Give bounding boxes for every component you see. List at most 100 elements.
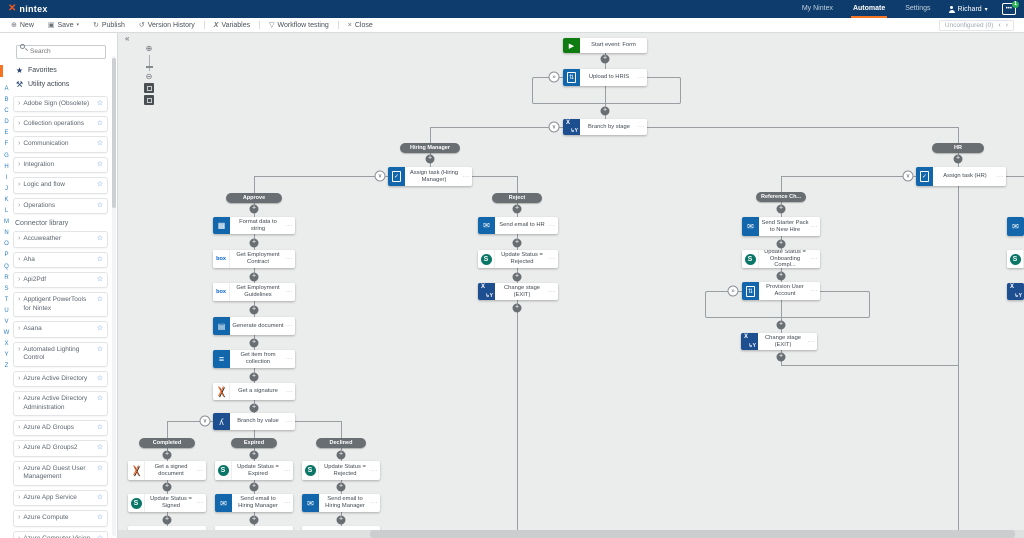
favorite-star-icon[interactable]: ☆ — [96, 395, 103, 403]
zoom-out-button[interactable]: ⊖ — [145, 72, 153, 81]
node-menu-button[interactable]: ··· — [286, 256, 293, 262]
favorite-star-icon[interactable]: ☆ — [96, 423, 103, 431]
connector-item-communication[interactable]: ›Communication☆ — [13, 136, 108, 153]
collapse-toggle-button[interactable]: » — [727, 285, 739, 297]
index-letter-e[interactable]: E — [4, 130, 9, 137]
panel-scrollbar-thumb[interactable] — [112, 58, 116, 208]
index-letter-a[interactable]: A — [4, 86, 9, 92]
index-letter-c[interactable]: C — [4, 108, 9, 115]
index-letter-w[interactable]: W — [3, 330, 10, 337]
index-letter-d[interactable]: D — [4, 119, 9, 126]
node-get-a-signed-document[interactable]: ╳Get a signed document··· — [128, 461, 206, 480]
add-action-button[interactable]: + — [249, 305, 259, 315]
add-action-button[interactable]: + — [249, 204, 259, 214]
favorite-star-icon[interactable]: ☆ — [96, 235, 103, 243]
favorite-star-icon[interactable]: ☆ — [96, 255, 103, 263]
node-menu-button[interactable]: ··· — [286, 323, 293, 329]
connector-item-azure-ad-groups[interactable]: ›Azure AD Groups☆ — [13, 419, 108, 437]
node-get-item-from-collection[interactable]: ≡Get item from collection··· — [213, 350, 295, 368]
favorite-star-icon[interactable]: ☆ — [96, 296, 103, 304]
node-menu-button[interactable]: ··· — [371, 500, 378, 506]
connector-item-api2pdf[interactable]: ›Api2Pdf☆ — [13, 272, 108, 289]
index-letter-g[interactable]: G — [4, 152, 9, 159]
collapse-toggle-button[interactable]: ∨ — [199, 415, 211, 427]
add-action-button[interactable]: + — [776, 271, 786, 281]
favorite-star-icon[interactable]: ☆ — [96, 201, 103, 209]
connector-item-collection-operations[interactable]: ›Collection operations☆ — [13, 115, 108, 133]
node-menu-button[interactable]: ··· — [286, 222, 293, 229]
connector-item-azure-active-directory-administration[interactable]: ›Azure Active Directory Administration☆ — [13, 391, 108, 416]
connector-item-aha[interactable]: ›Aha☆ — [13, 251, 108, 268]
connector-item-integration[interactable]: ›Integration☆ — [13, 156, 108, 174]
prev-unconfigured-button[interactable]: ‹ — [998, 21, 1001, 29]
connector-item-logic-and-flow[interactable]: ›Logic and flow☆ — [13, 177, 108, 194]
add-action-button[interactable]: + — [776, 239, 786, 249]
favorite-star-icon[interactable]: ☆ — [96, 181, 103, 189]
index-letter-l[interactable]: L — [4, 208, 9, 215]
search-input[interactable] — [16, 44, 106, 59]
node-send-email-to-hiring-manager[interactable]: ✉Send email to Hiring Manager··· — [302, 494, 380, 512]
canvas-scrollbar-thumb[interactable] — [370, 530, 1015, 538]
node-partial[interactable]: S — [1007, 250, 1024, 268]
node-menu-button[interactable]: ··· — [549, 222, 556, 229]
node-generate-document[interactable]: ▤Generate document··· — [213, 317, 295, 335]
add-action-button[interactable]: + — [512, 238, 522, 248]
node-menu-button[interactable]: ··· — [549, 288, 556, 295]
zoom-slider-handle[interactable] — [145, 66, 153, 68]
index-letter-r[interactable]: R — [4, 274, 9, 281]
node-menu-button[interactable]: ··· — [371, 467, 378, 474]
node-partial[interactable]: X↳Y — [1007, 283, 1024, 300]
minimap-button[interactable] — [144, 95, 154, 105]
add-action-button[interactable]: + — [512, 204, 522, 214]
add-action-button[interactable]: + — [512, 272, 522, 282]
add-action-button[interactable]: + — [336, 482, 346, 492]
index-letter-n[interactable]: N — [4, 230, 9, 237]
index-letter-f[interactable]: F — [4, 141, 9, 148]
nav-settings[interactable]: Settings — [905, 4, 931, 12]
favorite-star-icon[interactable]: ☆ — [96, 514, 103, 522]
index-letter-b[interactable]: B — [4, 97, 9, 104]
collapse-toggle-button[interactable]: » — [548, 71, 560, 83]
add-action-button[interactable]: + — [162, 482, 172, 492]
favorite-star-icon[interactable]: ☆ — [97, 535, 103, 538]
add-action-button[interactable]: + — [600, 106, 610, 116]
index-letter-z[interactable]: Z — [4, 363, 9, 370]
add-action-button[interactable]: + — [249, 238, 259, 248]
node-get-a-signature[interactable]: ╳Get a signature··· — [213, 383, 295, 400]
save-button[interactable]: ▣Save▾ — [41, 18, 86, 32]
add-action-button[interactable]: + — [776, 352, 786, 362]
add-action-button[interactable]: + — [162, 450, 172, 460]
version-history-button[interactable]: ↺Version History — [132, 18, 202, 32]
user-menu[interactable]: Richard ▾ — [948, 5, 988, 13]
node-send-email-to-hr[interactable]: ✉Send email to HR··· — [478, 217, 558, 234]
add-action-button[interactable]: + — [512, 303, 522, 313]
node-menu-button[interactable]: ··· — [286, 418, 293, 425]
node-start-event-form[interactable]: ▶Start event: Form — [563, 38, 647, 53]
connector-item-azure-app-service[interactable]: ›Azure App Service☆ — [13, 489, 108, 507]
index-letter-h[interactable]: H — [4, 163, 9, 170]
connector-item-accuweather[interactable]: ›Accuweather☆ — [13, 231, 108, 248]
node-assign-task-hr[interactable]: ✓Assign task (HR)··· — [916, 167, 1006, 186]
favorite-star-icon[interactable]: ☆ — [96, 276, 103, 283]
index-letter-o[interactable]: O — [4, 241, 9, 248]
node-menu-button[interactable]: ··· — [286, 289, 293, 295]
node-menu-button[interactable]: ··· — [638, 74, 645, 81]
add-action-button[interactable]: + — [600, 54, 610, 64]
node-menu-button[interactable]: ··· — [808, 338, 815, 345]
node-menu-button[interactable]: ··· — [638, 124, 645, 130]
index-letter-m[interactable]: M — [4, 219, 9, 226]
add-action-button[interactable]: + — [249, 482, 259, 492]
add-action-button[interactable]: + — [249, 272, 259, 282]
collapse-panel-button[interactable]: « — [125, 34, 130, 43]
connector-item-azure-ad-guest-user-management[interactable]: ›Azure AD Guest User Management☆ — [13, 460, 108, 486]
connector-item-azure-computer-vision[interactable]: ›Azure Computer Vision☆ — [13, 530, 108, 538]
node-menu-button[interactable]: ··· — [811, 256, 818, 262]
node-menu-button[interactable]: ··· — [197, 500, 204, 506]
